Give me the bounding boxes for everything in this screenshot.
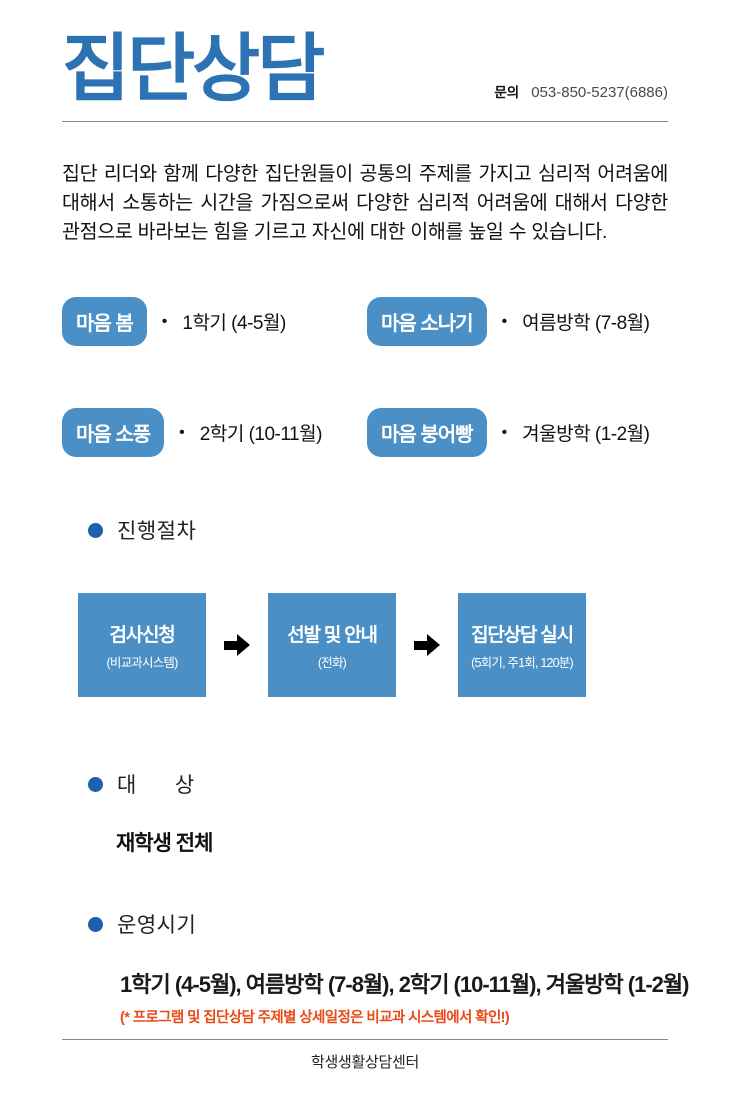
header-divider xyxy=(62,120,668,122)
step-subtitle: (전화) xyxy=(317,655,347,670)
program-badge: 마음 소나기 xyxy=(367,297,487,347)
bullet-icon: • xyxy=(179,423,185,441)
section-bullet-icon xyxy=(88,776,103,792)
section-schedule: 운영시기 1학기 (4-5월), 여름방학 (7-8월), 2학기 (10-11… xyxy=(62,909,690,1027)
footer: 학생생활상담센터 xyxy=(62,1039,668,1072)
program-period: 1학기 (4-5월) xyxy=(182,313,286,335)
process-step: 검사신청 (비교과시스템) xyxy=(78,593,206,698)
schedule-heading: 운영시기 xyxy=(117,914,197,938)
step-title: 선발 및 안내 xyxy=(287,624,378,646)
program-badge: 마음 붕어빵 xyxy=(367,408,487,458)
contact-phone: 053-850-5237(6886) xyxy=(531,83,668,101)
schedule-value: 1학기 (4-5월), 여름방학 (7-8월), 2학기 (10-11월), 겨… xyxy=(120,972,690,998)
program-item: 마음 봄 • 1학기 (4-5월) xyxy=(62,297,367,347)
section-process: 진행절차 검사신청 (비교과시스템) 선발 및 안내 (전화) 집단상담 실시 xyxy=(62,515,668,698)
step-subtitle: (5회기, 주1회, 120분) xyxy=(471,655,573,670)
program-item: 마음 소나기 • 여름방학 (7-8월) xyxy=(367,297,668,347)
program-grid: 마음 봄 • 1학기 (4-5월) 마음 소나기 • 여름방학 (7-8월) 마… xyxy=(62,297,668,458)
process-heading-row: 진행절차 xyxy=(88,515,668,545)
contact-label: 문의 xyxy=(494,84,520,100)
target-heading: 대 상 xyxy=(117,774,195,798)
step-subtitle: (비교과시스템) xyxy=(106,655,179,670)
program-badge: 마음 봄 xyxy=(62,297,147,347)
arrow-head xyxy=(237,634,250,657)
target-value: 재학생 전체 xyxy=(116,832,213,856)
program-period: 2학기 (10-11월) xyxy=(199,424,323,446)
program-period: 여름방학 (7-8월) xyxy=(522,313,650,335)
arrow-right-icon xyxy=(414,634,440,657)
process-step: 선발 및 안내 (전화) xyxy=(268,593,396,698)
schedule-heading-row: 운영시기 xyxy=(88,909,668,939)
target-heading-row: 대 상 xyxy=(88,769,668,799)
page-title: 집단상담 xyxy=(62,27,325,110)
program-item: 마음 붕어빵 • 겨울방학 (1-2월) xyxy=(367,408,668,458)
process-heading: 진행절차 xyxy=(117,520,197,544)
process-flow: 검사신청 (비교과시스템) 선발 및 안내 (전화) 집단상담 실시 (5회기,… xyxy=(78,593,668,698)
bullet-icon: • xyxy=(161,312,168,330)
section-target: 대 상 재학생 전체 xyxy=(62,769,668,857)
step-title: 집단상담 실시 xyxy=(471,624,574,646)
program-period: 겨울방학 (1-2월) xyxy=(522,424,650,446)
footer-divider xyxy=(62,1039,668,1040)
bullet-icon: • xyxy=(501,423,508,441)
contact-info: 문의 053-850-5237(6886) xyxy=(494,81,668,108)
intro-paragraph: 집단 리더와 함께 다양한 집단원들이 공통의 주제를 가지고 심리적 어려움에… xyxy=(62,162,668,244)
program-badge: 마음 소풍 xyxy=(62,408,165,458)
bullet-icon: • xyxy=(501,312,508,330)
section-bullet-icon xyxy=(88,916,103,932)
arrow-bar xyxy=(414,640,427,650)
schedule-note: (* 프로그램 및 집단상담 주제별 상세일정은 비교과 시스템에서 확인!) xyxy=(120,1010,510,1027)
process-step: 집단상담 실시 (5회기, 주1회, 120분) xyxy=(458,593,586,698)
section-bullet-icon xyxy=(88,522,103,538)
arrow-right-icon xyxy=(224,634,250,657)
header: 집단상담 문의 053-850-5237(6886) xyxy=(62,30,668,108)
arrow-bar xyxy=(224,640,237,650)
arrow-head xyxy=(427,634,440,657)
step-title: 검사신청 xyxy=(109,624,175,646)
program-item: 마음 소풍 • 2학기 (10-11월) xyxy=(62,408,367,458)
footer-title: 학생생활상담센터 xyxy=(310,1054,419,1071)
